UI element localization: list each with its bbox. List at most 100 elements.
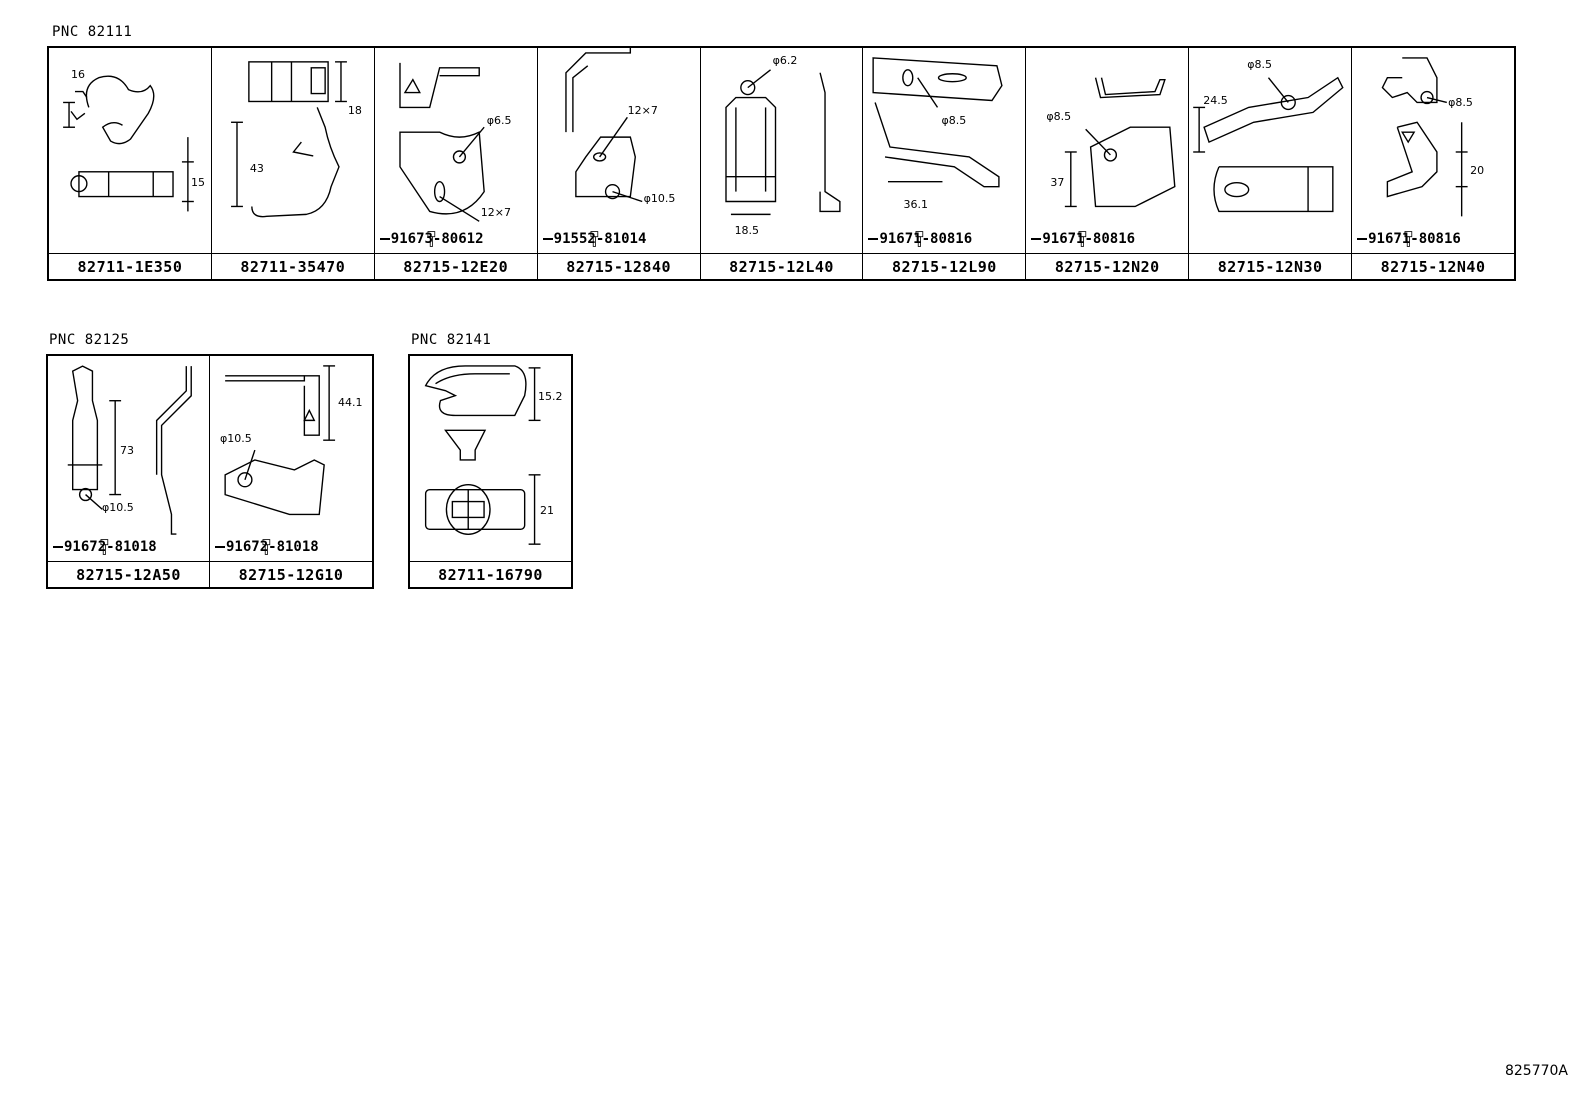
bolt-callout: 91671-80816 xyxy=(1356,231,1461,247)
dim-label: 21 xyxy=(540,504,554,517)
bolt-callout: 91673-80612 xyxy=(379,231,484,247)
part-cell[interactable]: 73 φ10.5 91672-81018 82715-12A50 xyxy=(48,356,210,587)
bolt-callout: 91671-80816 xyxy=(1030,231,1135,247)
bolt-part-number: 91672-81018 xyxy=(64,539,157,555)
part-cell[interactable]: φ8.5 37 91671-80816 82715-12N20 xyxy=(1026,48,1190,279)
dim-label: 43 xyxy=(249,162,264,175)
clip-drawing xyxy=(424,365,541,545)
part-number: 82715-12L40 xyxy=(700,253,863,279)
leader-line xyxy=(1357,238,1368,240)
group-label-82111: PNC 82111 xyxy=(52,24,133,40)
bracket-drawing xyxy=(1065,77,1176,208)
part-drawing: 73 φ10.5 91672-81018 xyxy=(48,356,209,561)
parts-grid-82125: 73 φ10.5 91672-81018 82715-12A50 xyxy=(46,354,374,589)
leader-line xyxy=(868,238,879,240)
bolt-callout: 91671-80816 xyxy=(867,231,972,247)
dim-label: 44.1 xyxy=(338,396,363,409)
dim-label: 16 xyxy=(71,68,85,81)
bolt-part-number: 91671-80816 xyxy=(1042,231,1136,247)
part-cell[interactable]: 18 43 82711-35470 xyxy=(211,48,375,279)
dim-label: 73 xyxy=(120,444,134,457)
parts-grid-82141: 15.2 21 82711-16790 xyxy=(408,354,573,589)
part-drawing: φ8.5 20 91671-80816 xyxy=(1352,48,1514,253)
bolt-part-number: 91673-80612 xyxy=(390,231,484,247)
part-drawing: φ6.5 12×7 91673-80612 xyxy=(375,48,537,253)
part-number: 82715-12N40 xyxy=(1352,253,1515,279)
bolt-callout: 91672-81018 xyxy=(214,539,319,555)
bolt-part-number: 91671-80816 xyxy=(879,231,973,247)
part-number: 82715-12G10 xyxy=(210,561,372,587)
clip-drawing xyxy=(230,61,347,218)
dim-label: φ8.5 xyxy=(1247,58,1272,71)
dim-label: φ8.5 xyxy=(1448,96,1473,109)
part-number: 82715-12E20 xyxy=(374,253,537,279)
bracket-drawing xyxy=(564,48,643,203)
bracket-drawing xyxy=(872,57,1004,188)
part-drawing: φ8.5 36.1 91671-80816 xyxy=(863,48,1025,253)
bracket-drawing xyxy=(399,62,485,222)
reference-code: 825770A xyxy=(1504,1063,1568,1079)
dim-label: φ8.5 xyxy=(941,114,967,127)
dim-label: 24.5 xyxy=(1203,94,1228,107)
bracket-drawing xyxy=(1381,57,1468,217)
part-cell[interactable]: φ6.2 18.5 82715-12L40 xyxy=(700,48,864,279)
bolt-part-number: 91671-80816 xyxy=(1368,231,1461,247)
bolt-icon xyxy=(590,231,598,247)
dim-label: 36.1 xyxy=(903,198,928,211)
bolt-part-number: 91672-81018 xyxy=(226,539,319,555)
bracket-drawing xyxy=(724,69,841,216)
part-cell[interactable]: φ6.5 12×7 91673-80612 82715-12E20 xyxy=(374,48,538,279)
dim-label: 15.2 xyxy=(538,390,563,403)
part-number: 82715-12840 xyxy=(537,253,700,279)
bolt-callout: 91672-81018 xyxy=(52,539,157,555)
bolt-icon xyxy=(915,231,924,247)
leader-line xyxy=(379,238,390,240)
dim-label: 12×7 xyxy=(480,206,511,219)
bolt-icon xyxy=(100,539,109,555)
part-number: 82711-1E350 xyxy=(49,253,211,279)
part-number: 82715-12L90 xyxy=(863,253,1026,279)
part-number: 82715-12N20 xyxy=(1026,253,1189,279)
bracket-drawing xyxy=(224,365,336,516)
part-cell[interactable]: φ8.5 36.1 91671-80816 82715-12L90 xyxy=(863,48,1027,279)
bolt-icon xyxy=(1404,231,1413,247)
parts-grid-82111: 16 15 82711-1E350 18 43 827 xyxy=(47,46,1516,281)
group-label-82125: PNC 82125 xyxy=(49,332,130,348)
dim-label: φ8.5 xyxy=(1046,110,1072,123)
leader-line xyxy=(53,546,63,548)
group-label-82141: PNC 82141 xyxy=(411,332,492,348)
bolt-icon xyxy=(427,231,435,247)
dim-label: 15 xyxy=(191,176,205,189)
leader-line xyxy=(542,238,553,240)
part-cell[interactable]: 15.2 21 82711-16790 xyxy=(410,356,571,587)
part-drawing: 15.2 21 xyxy=(410,356,571,561)
part-drawing: 18 43 xyxy=(212,48,374,253)
bolt-icon xyxy=(262,539,271,555)
part-cell[interactable]: φ8.5 20 91671-80816 82715-12N40 xyxy=(1352,48,1515,279)
part-drawing: 44.1 φ10.5 91672-81018 xyxy=(210,356,372,561)
clip-drawing xyxy=(63,75,194,212)
bracket-drawing xyxy=(1193,76,1344,213)
part-cell[interactable]: 44.1 φ10.5 91672-81018 82715-12G10 xyxy=(210,356,372,587)
part-number: 82715-12A50 xyxy=(48,561,209,587)
bolt-callout: 91552-81014 xyxy=(542,231,647,247)
dim-label: 18.5 xyxy=(734,224,760,237)
bolt-icon xyxy=(1078,231,1087,247)
part-drawing: 16 15 xyxy=(49,48,211,253)
part-cell[interactable]: 16 15 82711-1E350 xyxy=(49,48,212,279)
dim-label: φ10.5 xyxy=(220,432,252,445)
dim-label: 20 xyxy=(1470,164,1485,177)
bolt-part-number: 91552-81014 xyxy=(553,231,647,247)
part-drawing: φ6.2 18.5 xyxy=(701,48,863,253)
dim-label: 12×7 xyxy=(627,104,658,117)
bracket-drawing xyxy=(67,365,192,535)
part-drawing: φ8.5 24.5 xyxy=(1189,48,1351,253)
part-cell[interactable]: φ8.5 24.5 82715-12N30 xyxy=(1189,48,1353,279)
dim-label: φ10.5 xyxy=(102,501,134,514)
part-cell[interactable]: 12×7 φ10.5 91552-81014 82715-12840 xyxy=(537,48,701,279)
leader-line xyxy=(1031,238,1042,240)
part-number: 82715-12N30 xyxy=(1189,253,1352,279)
leader-line xyxy=(215,546,225,548)
dim-label: 37 xyxy=(1050,176,1065,189)
dim-label: 18 xyxy=(347,104,362,117)
